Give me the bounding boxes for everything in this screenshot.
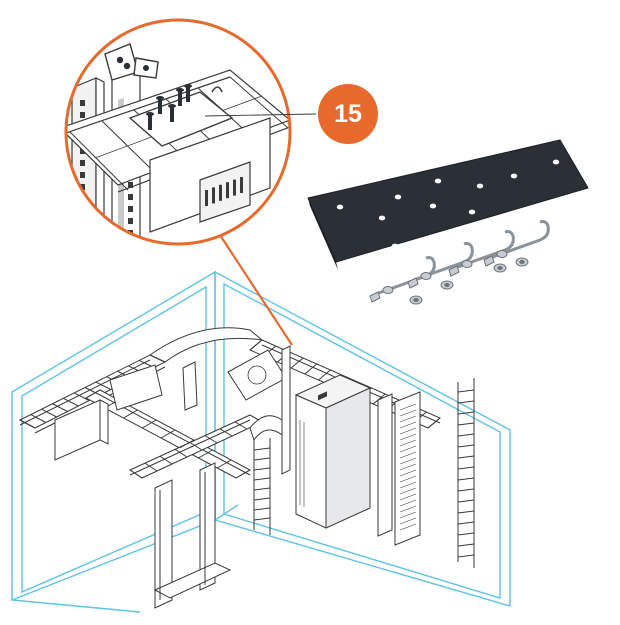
j-bolt-kit-icon	[369, 220, 550, 305]
splice-plate-icon	[307, 139, 589, 270]
callout-number-badge: 15	[318, 84, 378, 144]
zoom-detail-view	[64, 18, 317, 246]
equipment-line-art	[54, 345, 475, 609]
zoom-circle-border	[64, 18, 292, 246]
callout-leader-line	[217, 231, 293, 346]
